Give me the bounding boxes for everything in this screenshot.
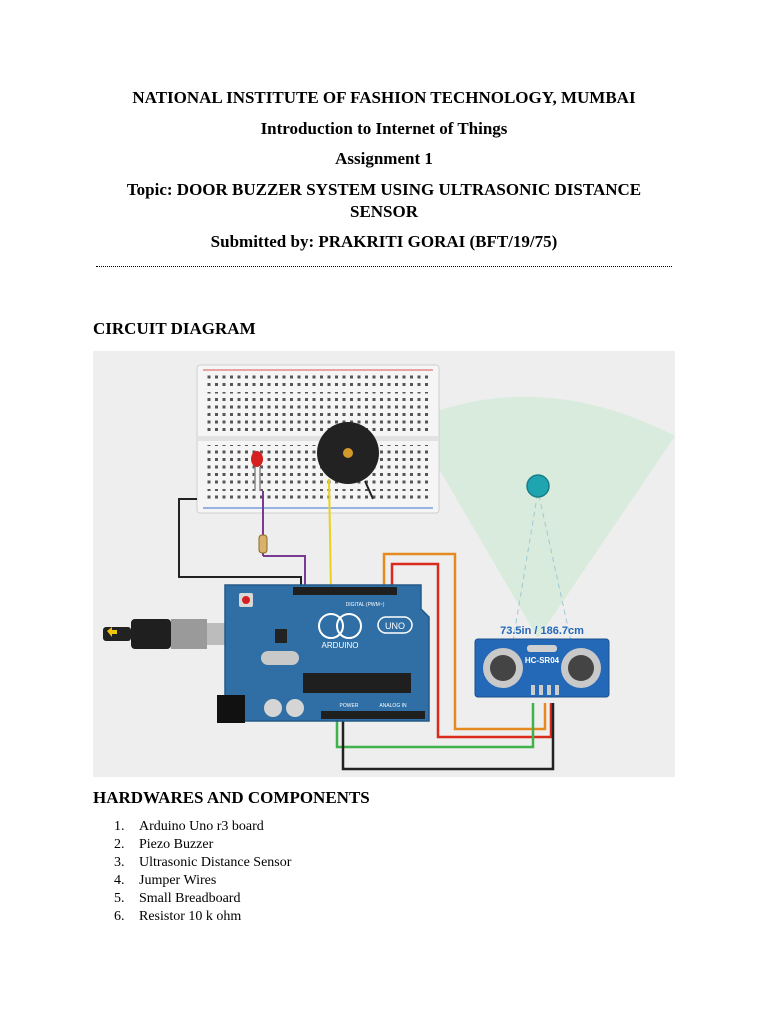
institute-title: NATIONAL INSTITUTE OF FASHION TECHNOLOGY…: [132, 88, 636, 107]
assignment-title: Assignment 1: [335, 149, 433, 168]
board-brand-label: ARDUINO: [322, 641, 359, 650]
arduino-logo-icon: [318, 613, 344, 639]
ultrasonic-sensor[interactable]: HC-SR04: [474, 638, 610, 698]
list-item: 4. Jumper Wires: [114, 872, 291, 890]
list-item-number: 6.: [114, 909, 125, 924]
wire-black-top: [178, 498, 302, 591]
hardware-heading: HARDWARES AND COMPONENTS: [93, 788, 370, 807]
digital-pins-label: DIGITAL (PWM~): [346, 602, 385, 608]
circuit-svg: ARDUINO UNO DIGITAL (PWM~) POWER ANALOG …: [103, 364, 675, 771]
piezo-buzzer[interactable]: [317, 422, 379, 484]
power-pins-label: POWER: [340, 703, 359, 709]
list-item: 1. Arduino Uno r3 board: [114, 818, 291, 836]
wire-orange: [382, 552, 547, 731]
resistor[interactable]: [258, 534, 268, 554]
list-item-number: 4.: [114, 873, 125, 888]
beam-left: [512, 490, 539, 642]
circuit-diagram: ARDUINO UNO DIGITAL (PWM~) POWER ANALOG …: [93, 351, 675, 777]
board-model-label: UNO: [385, 621, 405, 631]
wire-yellow: [328, 478, 332, 592]
list-item-number: 3.: [114, 855, 125, 870]
course-title: Introduction to Internet of Things: [260, 119, 508, 138]
list-item: 2. Piezo Buzzer: [114, 836, 291, 854]
list-item-label: Piezo Buzzer: [139, 837, 214, 852]
sensor-model-label: HC-SR04: [525, 656, 560, 665]
arduino-board[interactable]: ARDUINO UNO DIGITAL (PWM~) POWER ANALOG …: [217, 584, 430, 723]
list-item-label: Arduino Uno r3 board: [139, 819, 264, 834]
list-item-number: 2.: [114, 837, 125, 852]
led[interactable]: [251, 451, 263, 491]
components-list: 1. Arduino Uno r3 board 2. Piezo Buzzer 3.…: [114, 818, 291, 926]
list-item: 5. Small Breadboard: [114, 890, 291, 908]
list-item-label: Jumper Wires: [139, 873, 217, 888]
dotted-separator: [96, 266, 672, 267]
list-item-number: 5.: [114, 891, 125, 906]
wire-purple: [263, 555, 306, 591]
list-item: 3. Ultrasonic Distance Sensor: [114, 854, 291, 872]
buzzer-lead: [364, 480, 374, 500]
list-item-label: Ultrasonic Distance Sensor: [139, 855, 292, 870]
list-item-label: Small Breadboard: [139, 891, 241, 906]
list-item: 6. Resistor 10 k ohm: [114, 908, 291, 926]
circuit-diagram-heading: CIRCUIT DIAGRAM: [93, 319, 256, 338]
topic-line-1: Topic: DOOR BUZZER SYSTEM USING ULTRASON…: [126, 180, 642, 199]
distance-reading: 73.5in / 186.7cm: [500, 625, 584, 637]
breadboard[interactable]: [196, 364, 440, 514]
list-item-label: Resistor 10 k ohm: [139, 909, 242, 924]
wire-black-bottom: [341, 703, 555, 771]
analog-pins-label: ANALOG IN: [379, 703, 407, 709]
plug-icon: [107, 627, 117, 637]
list-item-number: 1.: [114, 819, 125, 834]
submitted-by: Submitted by: PRAKRITI GORAI (BFT/19/75): [210, 232, 558, 251]
detection-zone: [411, 396, 675, 638]
usb-cable[interactable]: [103, 619, 227, 649]
detected-object[interactable]: [526, 474, 550, 498]
wire-green: [335, 703, 535, 749]
reset-button-icon: [242, 596, 250, 604]
topic-line-2: SENSOR: [349, 202, 419, 221]
wire-red: [390, 562, 553, 739]
beam-right: [537, 490, 572, 642]
